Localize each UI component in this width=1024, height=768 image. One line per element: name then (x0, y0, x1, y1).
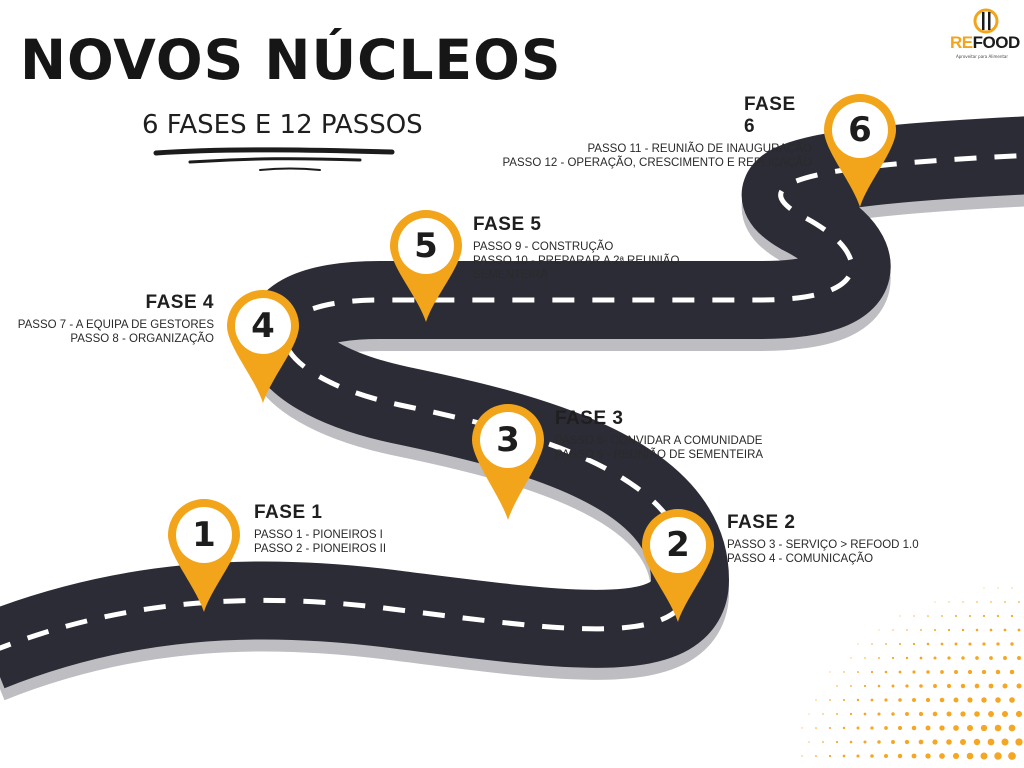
page-title: NOVOS NÚCLEOS (20, 28, 562, 92)
map-pin-icon (642, 509, 714, 622)
phase-3: FASE 3 PASSO 5- CONVIDAR A COMUNIDADE PA… (555, 408, 763, 462)
logo-re: RE (950, 33, 973, 52)
phase-4-step-1: PASSO 7 - A EQUIPA DE GESTORES (17, 319, 214, 331)
phase-3-step-1: PASSO 5- CONVIDAR A COMUNIDADE (555, 435, 763, 447)
phase-2-title: FASE 2 (727, 512, 796, 533)
phase-5: FASE 5 PASSO 9 - CONSTRUÇÃO PASSO 10 - P… (473, 214, 679, 282)
phase-1-step-2: PASSO 2 - PIONEIROS II (254, 543, 387, 555)
brush-underline (153, 147, 395, 171)
halftone-dots (801, 587, 1023, 760)
phase-2: FASE 2 PASSO 3 - SERVIÇO > REFOOD 1.0 PA… (727, 512, 919, 566)
phase-5-step-1: PASSO 9 - CONSTRUÇÃO (473, 241, 614, 253)
page-subtitle: 6 FASES E 12 PASSOS (142, 110, 423, 140)
phase-6: FASE 6 PASSO 11 - REUNIÃO DE INAUGURAÇÃO… (440, 94, 812, 170)
phase-4: FASE 4 PASSO 7 - A EQUIPA DE GESTORES PA… (0, 292, 214, 346)
phase-5-step-2: PASSO 10 - PREPARAR A 2ª REUNIÃO (473, 255, 680, 267)
phase-2-step-1: PASSO 3 - SERVIÇO > REFOOD 1.0 (727, 539, 919, 551)
logo-mark-icon (973, 8, 999, 34)
road-center-line (0, 152, 1024, 651)
pin-number-2: 2 (666, 525, 690, 565)
logo-food: FOOD (972, 33, 1021, 52)
pin-number-6: 6 (848, 110, 872, 150)
map-pin-icon (390, 210, 462, 322)
phase-3-title: FASE 3 (555, 408, 624, 429)
phase-1: FASE 1 PASSO 1 - PIONEIROS I PASSO 2 - P… (254, 502, 386, 556)
map-pin-icon (227, 289, 299, 403)
pin-number-3: 3 (496, 420, 520, 460)
refood-logo: REFOOD Aproveitar para Alimentar (950, 6, 1020, 64)
phase-3-step-2: PASSO 6 - REUNIÃO DE SEMENTEIRA (555, 449, 764, 461)
map-pin-icon (824, 94, 896, 207)
logo-wordmark: REFOOD (950, 33, 1020, 53)
logo-tagline: Aproveitar para Alimentar (956, 54, 1009, 59)
map-pin-icon (168, 499, 240, 612)
map-pin-icon (472, 404, 544, 520)
pin-number-1: 1 (192, 515, 216, 555)
phase-4-title: FASE 4 (145, 292, 214, 313)
pin-number-5: 5 (414, 226, 438, 266)
phase-6-step-1: PASSO 11 - REUNIÃO DE INAUGURAÇÃO (587, 143, 812, 155)
phase-5-step-3: SEMENTEIRA (473, 269, 548, 281)
phase-1-title: FASE 1 (254, 502, 323, 523)
phase-4-step-2: PASSO 8 - ORGANIZAÇÃO (70, 333, 214, 345)
phase-6-step-2: PASSO 12 - OPERAÇÃO, CRESCIMENTO E REPLI… (502, 157, 812, 169)
phase-1-step-1: PASSO 1 - PIONEIROS I (254, 529, 383, 541)
phase-2-step-2: PASSO 4 - COMUNICAÇÃO (727, 553, 874, 565)
pin-number-4: 4 (251, 306, 275, 346)
phase-5-title: FASE 5 (473, 214, 542, 235)
phase-6-title: FASE 6 (744, 94, 796, 137)
